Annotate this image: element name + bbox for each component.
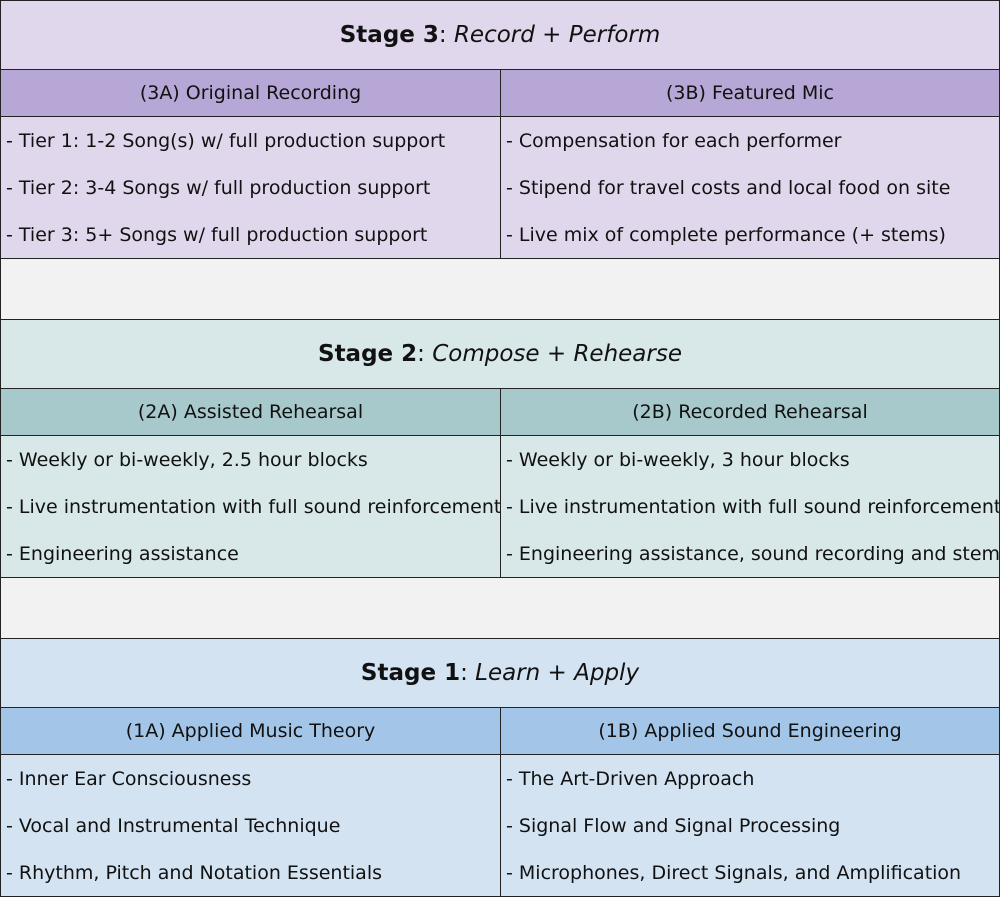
stage-subtitle: Compose + Rehearse bbox=[432, 341, 682, 367]
column-header-3a: (3A) Original Recording bbox=[0, 69, 501, 117]
list-item: - Live instrumentation with full sound r… bbox=[506, 496, 999, 518]
list-item: - Vocal and Instrumental Technique bbox=[6, 815, 341, 837]
stage-2-block: Stage 2: Compose + Rehearse (2A) Assiste… bbox=[0, 319, 1000, 578]
stage-2-title: Stage 2: Compose + Rehearse bbox=[0, 319, 1000, 389]
stage-1-title: Stage 1: Learn + Apply bbox=[0, 638, 1000, 708]
stage-divider bbox=[0, 258, 1000, 320]
stage-3-title: Stage 3: Record + Perform bbox=[0, 0, 1000, 70]
stage-separator: : bbox=[460, 660, 476, 686]
list-item: - Rhythm, Pitch and Notation Essentials bbox=[6, 862, 382, 884]
column-header-2b: (2B) Recorded Rehearsal bbox=[500, 388, 1000, 436]
column-header-3b: (3B) Featured Mic bbox=[500, 69, 1000, 117]
stage-number: Stage 1 bbox=[360, 660, 461, 686]
list-item: - Engineering assistance, sound recordin… bbox=[506, 543, 999, 565]
list-item: - Inner Ear Consciousness bbox=[6, 768, 252, 790]
stage-number: Stage 3 bbox=[339, 22, 439, 48]
column-header-1b: (1B) Applied Sound Engineering bbox=[500, 707, 1000, 755]
stage-subtitle: Record + Perform bbox=[453, 22, 661, 48]
list-item: - Microphones, Direct Signals, and Ampli… bbox=[506, 862, 962, 884]
column-body-2b: - Weekly or bi-weekly, 3 hour blocks - L… bbox=[500, 435, 1000, 578]
column-body-3a: - Tier 1: 1-2 Song(s) w/ full production… bbox=[0, 116, 501, 259]
list-item: - Tier 1: 1-2 Song(s) w/ full production… bbox=[6, 130, 446, 152]
column-body-2a: - Weekly or bi-weekly, 2.5 hour blocks -… bbox=[0, 435, 501, 578]
list-item: - Engineering assistance bbox=[6, 543, 239, 565]
list-item: - Stipend for travel costs and local foo… bbox=[506, 177, 951, 199]
list-item: - Live mix of complete performance (+ st… bbox=[506, 224, 946, 246]
list-item: - The Art-Driven Approach bbox=[506, 768, 755, 790]
list-item: - Weekly or bi-weekly, 2.5 hour blocks bbox=[6, 449, 368, 471]
list-item: - Tier 2: 3-4 Songs w/ full production s… bbox=[6, 177, 431, 199]
stage-subtitle: Learn + Apply bbox=[475, 660, 640, 686]
list-item: - Compensation for each performer bbox=[506, 130, 842, 152]
stage-1-block: Stage 1: Learn + Apply (1A) Applied Musi… bbox=[0, 638, 1000, 899]
stage-separator: : bbox=[417, 341, 433, 367]
list-item: - Tier 3: 5+ Songs w/ full production su… bbox=[6, 224, 428, 246]
column-body-1a: - Inner Ear Consciousness - Vocal and In… bbox=[0, 754, 501, 897]
list-item: - Weekly or bi-weekly, 3 hour blocks bbox=[506, 449, 850, 471]
stage-separator: : bbox=[438, 22, 454, 48]
list-item: - Signal Flow and Signal Processing bbox=[506, 815, 841, 837]
column-body-1b: - The Art-Driven Approach - Signal Flow … bbox=[500, 754, 1000, 897]
column-body-3b: - Compensation for each performer - Stip… bbox=[500, 116, 1000, 259]
stage-number: Stage 2 bbox=[318, 341, 418, 367]
column-header-2a: (2A) Assisted Rehearsal bbox=[0, 388, 501, 436]
stage-3-block: Stage 3: Record + Perform (3A) Original … bbox=[0, 0, 1000, 259]
column-header-1a: (1A) Applied Music Theory bbox=[0, 707, 501, 755]
stage-divider bbox=[0, 577, 1000, 639]
list-item: - Live instrumentation with full sound r… bbox=[6, 496, 500, 518]
